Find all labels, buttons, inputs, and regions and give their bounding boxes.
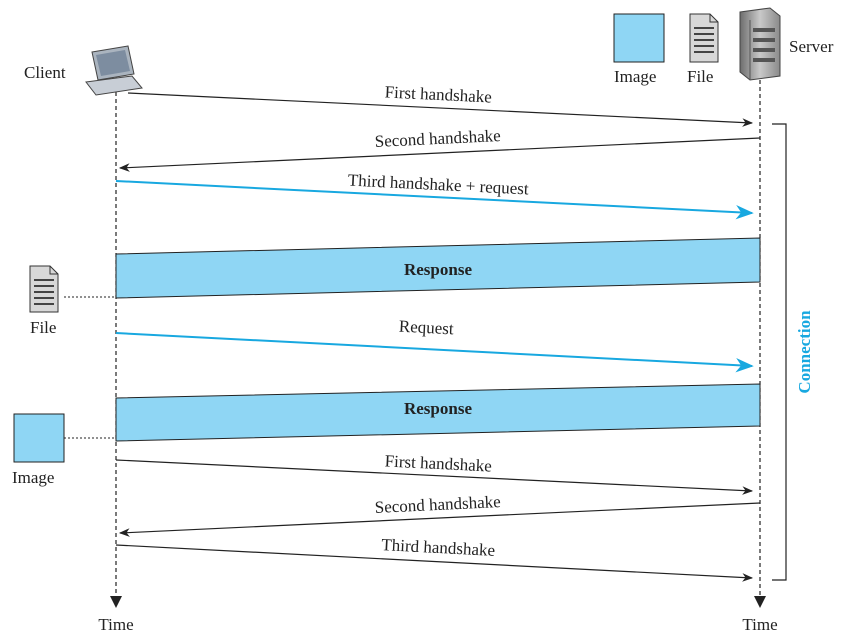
response-band-2 bbox=[115, 383, 761, 442]
response-2-label: Response bbox=[404, 399, 472, 418]
server-time-label: Time bbox=[742, 615, 777, 634]
server-icon bbox=[739, 7, 781, 81]
laptop-icon bbox=[85, 45, 143, 96]
message-third-handshake-request-arrow bbox=[115, 180, 754, 220]
message-request-label: Request bbox=[398, 317, 454, 339]
client-time-arrowhead bbox=[110, 596, 122, 608]
client-time-label: Time bbox=[98, 615, 133, 634]
message-first-handshake-2-label: First handshake bbox=[384, 451, 492, 475]
response-band-1 bbox=[115, 237, 761, 299]
message-third-handshake-label: Third handshake bbox=[381, 535, 496, 560]
response-1-label: Response bbox=[404, 260, 472, 279]
message-first-handshake-label: First handshake bbox=[384, 82, 492, 106]
connection-bracket bbox=[772, 123, 787, 581]
legend-image-swatch bbox=[613, 13, 665, 63]
server-label: Server bbox=[789, 37, 834, 56]
file-icon bbox=[29, 265, 59, 313]
file-label: File bbox=[30, 318, 56, 337]
image-label: Image bbox=[12, 468, 54, 487]
legend-file-label: File bbox=[687, 67, 713, 86]
legend-file-icon bbox=[689, 13, 719, 63]
server-time-arrowhead bbox=[754, 596, 766, 608]
message-second-handshake-arrow bbox=[118, 137, 761, 172]
connection-label: Connection bbox=[795, 310, 814, 394]
message-second-handshake-label: Second handshake bbox=[374, 126, 501, 151]
message-third-handshake-arrow bbox=[115, 544, 754, 582]
message-first-handshake-2-arrow bbox=[115, 459, 754, 495]
message-first-handshake-arrow bbox=[127, 92, 754, 127]
image-icon bbox=[13, 413, 65, 463]
message-request-arrow bbox=[115, 332, 754, 373]
message-second-handshake-2-label: Second handshake bbox=[374, 492, 501, 517]
client-label: Client bbox=[24, 63, 66, 82]
legend-image-label: Image bbox=[614, 67, 656, 86]
message-second-handshake-2-arrow bbox=[118, 502, 761, 537]
